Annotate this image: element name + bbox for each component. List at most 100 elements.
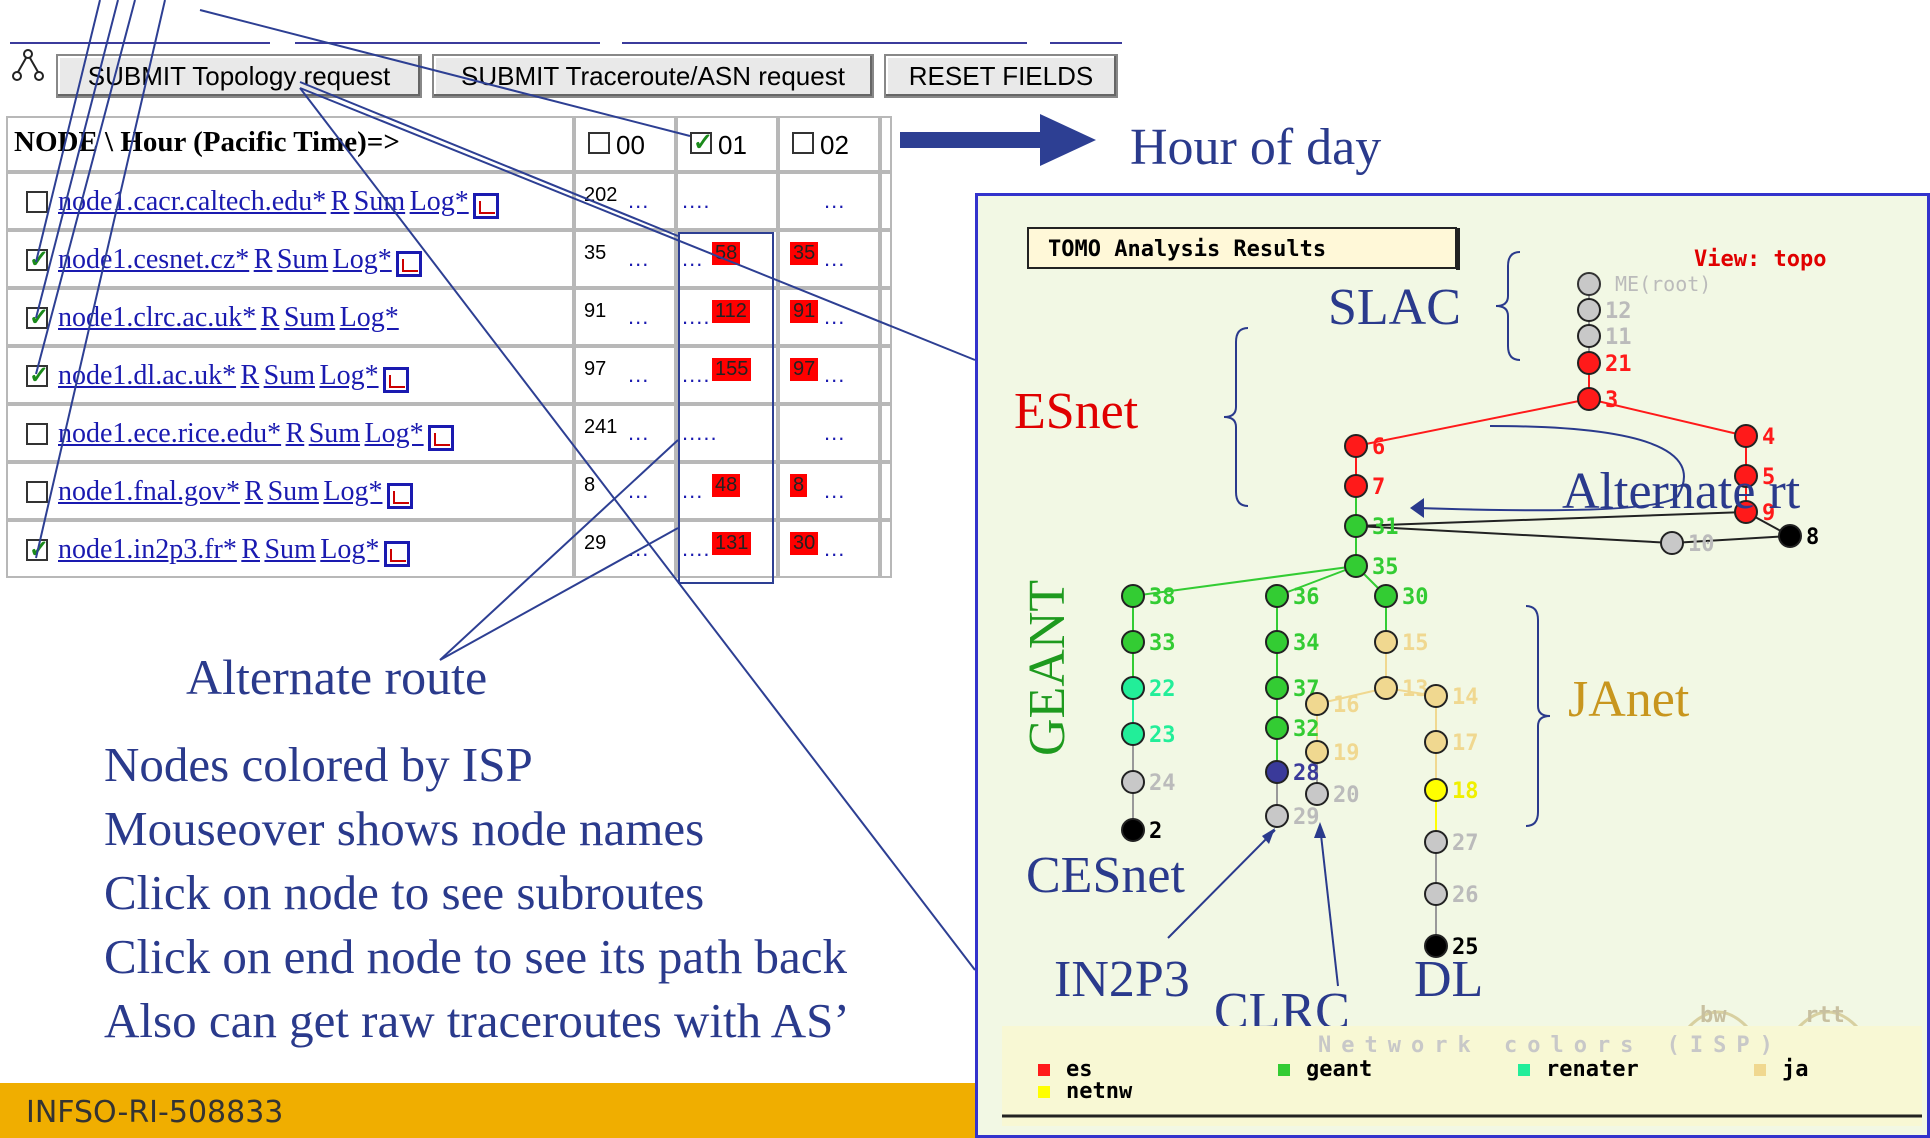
hour-checkbox[interactable] [792, 132, 814, 154]
topology-node[interactable] [1344, 554, 1368, 578]
node-host-link[interactable]: node1.cacr.caltech.edu* [58, 186, 327, 217]
hour-cell[interactable]: 241 ... [574, 404, 676, 462]
graph-icon[interactable] [383, 540, 410, 567]
node-log-link[interactable]: Log* [332, 244, 392, 275]
topology-node[interactable] [1374, 630, 1398, 654]
topology-node[interactable] [1121, 584, 1145, 608]
hour-cell[interactable]: ... 58 [676, 230, 778, 288]
node-sum-link[interactable]: Sum [283, 302, 336, 333]
node-checkbox[interactable] [26, 481, 48, 503]
node-sum-link[interactable]: Sum [308, 418, 361, 449]
node-host-link[interactable]: node1.fnal.gov* [58, 476, 240, 507]
node-checkbox[interactable] [26, 303, 49, 332]
node-sum-link[interactable]: Sum [276, 244, 329, 275]
hour-cell[interactable]: ... [778, 172, 880, 230]
hour-cell[interactable]: 35 ... [778, 230, 880, 288]
node-checkbox[interactable] [26, 423, 48, 445]
topology-node[interactable] [1121, 818, 1145, 842]
graph-icon[interactable] [396, 250, 423, 277]
hour-cell[interactable]: 35 ... [574, 230, 676, 288]
hour-cell[interactable]: .... 155 [676, 346, 778, 404]
topology-node[interactable] [1305, 692, 1329, 716]
hour-cell[interactable]: 202 ... [574, 172, 676, 230]
topology-node[interactable] [1344, 514, 1368, 538]
node-host-link[interactable]: node1.clrc.ac.uk* [58, 302, 257, 333]
hour-checkbox[interactable] [588, 132, 610, 154]
topology-node[interactable] [1121, 630, 1145, 654]
node-sum-link[interactable]: Sum [353, 186, 406, 217]
topology-node[interactable] [1374, 584, 1398, 608]
topology-node[interactable] [1424, 830, 1448, 854]
hour-cell[interactable]: 29 ... [574, 520, 676, 578]
topology-node[interactable] [1734, 464, 1758, 488]
topology-node[interactable] [1660, 531, 1684, 555]
topology-node[interactable] [1424, 778, 1448, 802]
topology-node[interactable] [1344, 434, 1368, 458]
topology-node[interactable] [1577, 387, 1601, 411]
hour-cell[interactable]: 8 ... [778, 462, 880, 520]
topology-node[interactable] [1265, 676, 1289, 700]
hour-cell[interactable]: 30 ... [778, 520, 880, 578]
topology-node[interactable] [1265, 584, 1289, 608]
hour-cell[interactable]: 8 ... [574, 462, 676, 520]
topology-node[interactable] [1577, 298, 1601, 322]
node-r-link[interactable]: R [241, 534, 260, 565]
hour-cell[interactable]: 97 ... [574, 346, 676, 404]
node-r-link[interactable]: R [285, 418, 305, 449]
hour-cell[interactable]: .... 112 [676, 288, 778, 346]
node-checkbox[interactable] [26, 535, 49, 564]
topology-node[interactable] [1734, 500, 1758, 524]
topology-node[interactable] [1374, 676, 1398, 700]
topology-node[interactable] [1265, 804, 1289, 828]
topology-node[interactable] [1305, 740, 1329, 764]
node-host-link[interactable]: node1.in2p3.fr* [58, 534, 237, 565]
topology-node[interactable] [1121, 770, 1145, 794]
topology-node[interactable] [1121, 722, 1145, 746]
hour-cell[interactable]: .... [676, 172, 778, 230]
graph-icon[interactable] [383, 366, 410, 393]
graph-icon[interactable] [473, 192, 500, 219]
submit-traceroute-button[interactable]: SUBMIT Traceroute/ASN request [432, 54, 874, 98]
node-host-link[interactable]: node1.cesnet.cz* [58, 244, 250, 275]
topology-node[interactable] [1778, 524, 1802, 548]
topology-node[interactable] [1424, 730, 1448, 754]
node-host-link[interactable]: node1.dl.ac.uk* [58, 360, 237, 391]
node-checkbox[interactable] [26, 191, 48, 213]
node-r-link[interactable]: R [260, 302, 280, 333]
hour-cell[interactable]: ..... [676, 404, 778, 462]
topology-node[interactable] [1577, 324, 1601, 348]
hour-cell[interactable]: 91 ... [574, 288, 676, 346]
hour-cell[interactable]: ... 48 [676, 462, 778, 520]
node-sum-link[interactable]: Sum [264, 534, 316, 565]
submit-topology-button[interactable]: SUBMIT Topology request [56, 54, 422, 98]
node-r-link[interactable]: R [240, 360, 260, 391]
topology-node[interactable] [1424, 882, 1448, 906]
node-log-link[interactable]: Log* [323, 476, 383, 507]
node-log-link[interactable]: Log* [319, 360, 379, 391]
graph-icon[interactable] [386, 482, 413, 509]
topology-node[interactable] [1344, 474, 1368, 498]
node-sum-link[interactable]: Sum [263, 360, 316, 391]
reset-fields-button[interactable]: RESET FIELDS [884, 54, 1118, 98]
topology-node[interactable] [1265, 760, 1289, 784]
topology-node[interactable] [1424, 684, 1448, 708]
topology-node[interactable] [1577, 351, 1601, 375]
topology-node[interactable] [1305, 782, 1329, 806]
node-r-link[interactable]: R [244, 476, 264, 507]
topology-node[interactable] [1424, 934, 1448, 958]
hour-cell[interactable]: .... 131 [676, 520, 778, 578]
node-checkbox[interactable] [26, 361, 49, 390]
node-sum-link[interactable]: Sum [267, 476, 319, 507]
node-r-link[interactable]: R [330, 186, 350, 217]
root-node[interactable] [1577, 272, 1601, 296]
topology-node[interactable] [1265, 716, 1289, 740]
node-host-link[interactable]: node1.ece.rice.edu* [58, 418, 282, 449]
node-r-link[interactable]: R [253, 244, 273, 275]
hour-checkbox[interactable] [690, 128, 713, 157]
node-log-link[interactable]: Log* [339, 302, 399, 333]
hour-cell[interactable]: 97 ... [778, 346, 880, 404]
hour-cell[interactable]: ... [778, 404, 880, 462]
topology-node[interactable] [1121, 676, 1145, 700]
node-log-link[interactable]: Log* [409, 186, 469, 217]
topology-node[interactable] [1265, 630, 1289, 654]
